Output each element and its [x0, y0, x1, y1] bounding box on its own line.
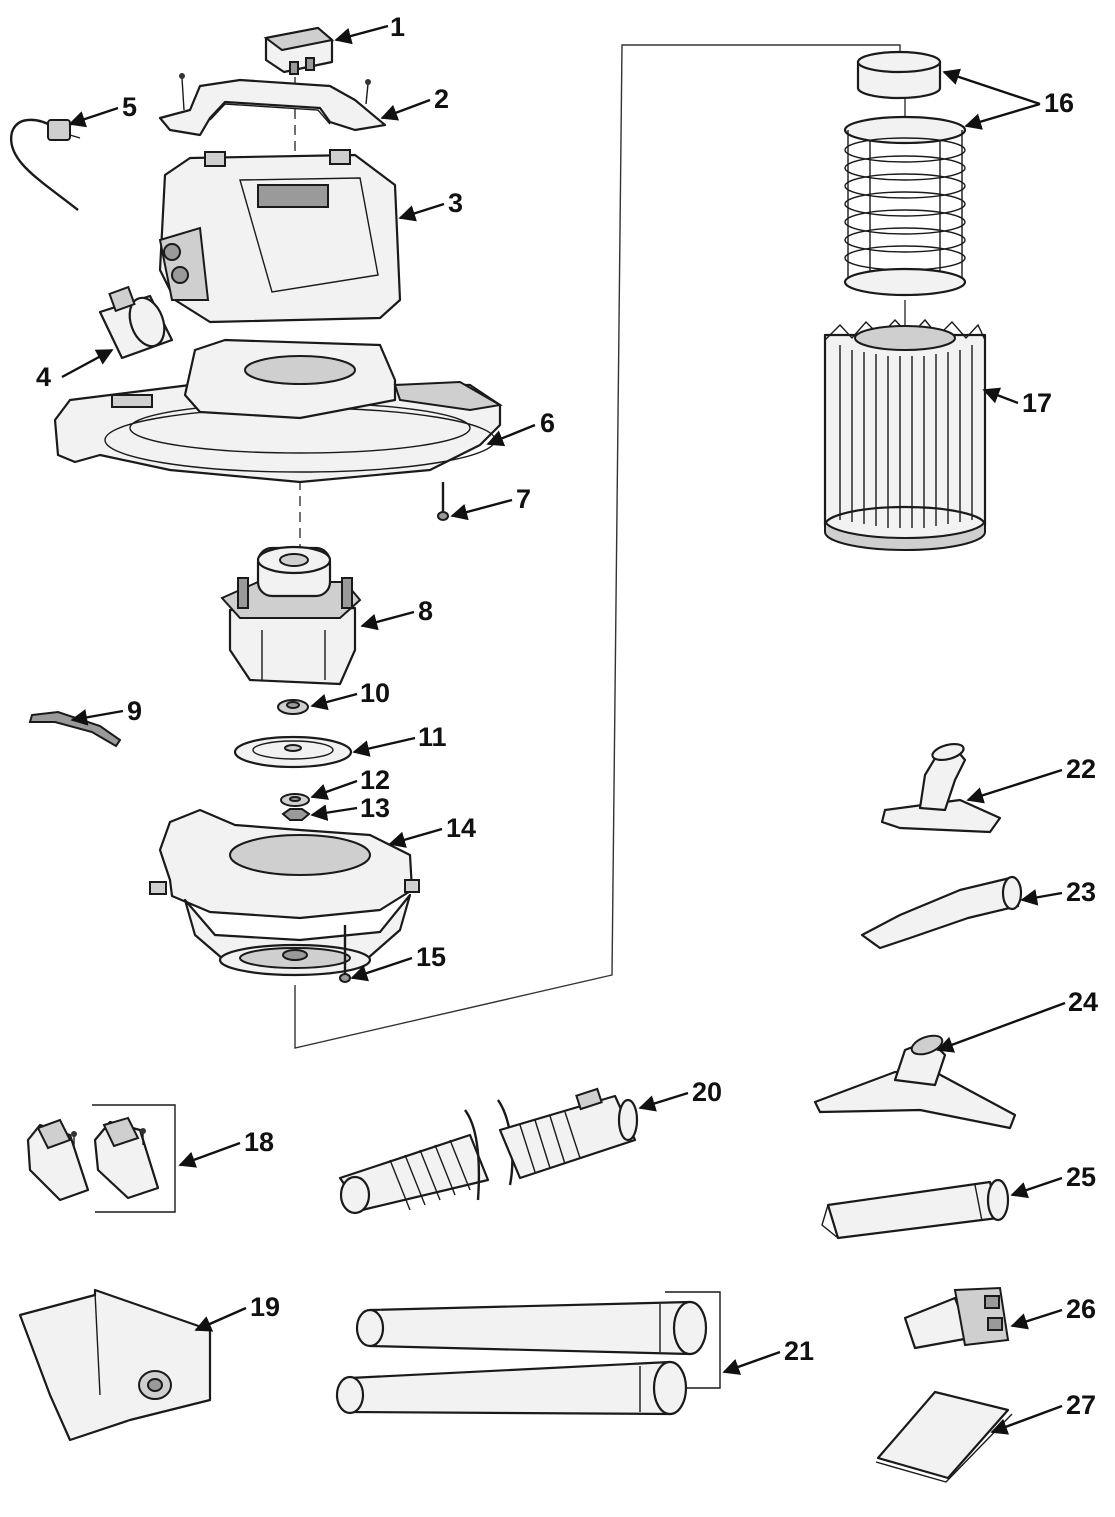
callout-12: 12 — [360, 765, 390, 795]
part-27-manual — [875, 1390, 1013, 1483]
part-3-motor-cover — [158, 149, 402, 324]
part-13-nut — [281, 808, 311, 821]
part-23-crevice-tool — [860, 875, 1023, 950]
callout-22: 22 — [1066, 754, 1096, 784]
callout-5: 5 — [122, 92, 137, 122]
part-2-handle — [158, 73, 387, 137]
callout-23: 23 — [1066, 877, 1096, 907]
part-10-spacer — [277, 699, 309, 715]
part-4-inlet — [98, 285, 174, 360]
callout-2: 2 — [434, 84, 449, 114]
callout-4: 4 — [36, 362, 51, 392]
part-26-power-adapter — [903, 1286, 1010, 1350]
callout-26: 26 — [1066, 1294, 1096, 1324]
part-12-washer — [280, 793, 310, 807]
callout-13: 13 — [360, 793, 390, 823]
callout-numbers: 1 2 3 4 5 6 7 8 9 10 11 12 13 14 15 16 1… — [36, 12, 1098, 1420]
part-20-hose — [338, 1087, 639, 1215]
part-6-lid — [53, 338, 503, 484]
callout-11: 11 — [418, 722, 447, 752]
part-14-blower-housing — [149, 808, 420, 977]
callout-24: 24 — [1068, 987, 1098, 1017]
callout-25: 25 — [1066, 1162, 1096, 1192]
callout-17: 17 — [1022, 388, 1052, 418]
part-11-impeller — [233, 735, 353, 769]
callout-10: 10 — [360, 678, 390, 708]
part-15-screw — [339, 925, 351, 983]
callout-20: 20 — [692, 1077, 722, 1107]
part-19-dust-bag — [18, 1288, 212, 1442]
callout-16: 16 — [1044, 88, 1074, 118]
part-21-extension-wands — [335, 1291, 721, 1416]
callout-15: 15 — [416, 942, 446, 972]
part-16-filter-cage — [843, 50, 967, 297]
callout-14: 14 — [446, 813, 476, 843]
callout-7: 7 — [516, 484, 531, 514]
leader-lines — [61, 24, 1066, 1435]
part-9-clip — [28, 710, 122, 748]
callout-18: 18 — [244, 1127, 274, 1157]
part-25-wand-adapter — [821, 1178, 1010, 1240]
part-1-switch — [263, 26, 335, 75]
callout-8: 8 — [418, 596, 433, 626]
part-18-clips — [26, 1104, 176, 1213]
part-22-upholstery-nozzle — [880, 742, 1002, 834]
callout-27: 27 — [1066, 1390, 1096, 1420]
callout-9: 9 — [127, 696, 142, 726]
callout-1: 1 — [390, 12, 405, 42]
callout-19: 19 — [250, 1292, 280, 1322]
part-8-motor — [220, 545, 362, 686]
callout-21: 21 — [784, 1336, 814, 1366]
part-17-cartridge-filter — [823, 318, 987, 551]
callout-6: 6 — [540, 408, 555, 438]
part-24-floor-nozzle — [813, 1034, 1017, 1130]
part-5-power-cord — [9, 118, 81, 211]
callout-3: 3 — [448, 188, 463, 218]
part-7-screw — [437, 482, 449, 521]
